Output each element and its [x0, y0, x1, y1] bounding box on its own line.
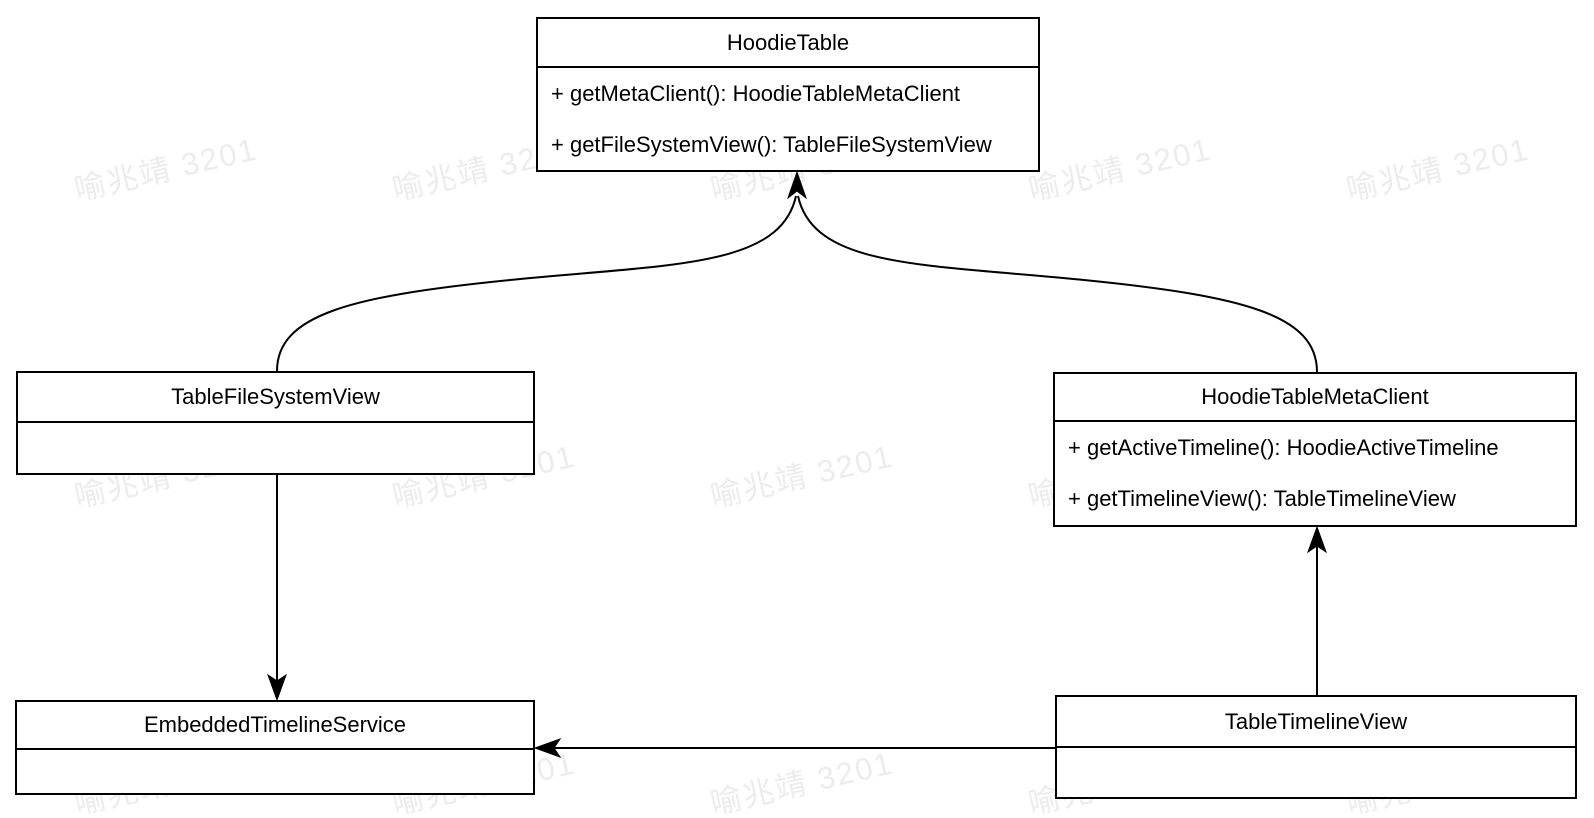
arrowhead-left-embeddedtimelineservice-icon: [533, 738, 562, 758]
class-body-hoodietable: + getMetaClient(): HoodieTableMetaClient…: [538, 68, 1038, 170]
class-title-hoodietable: HoodieTable: [538, 19, 1038, 68]
arrowhead-up-hoodietablemetaclient-icon: [1307, 525, 1327, 554]
method-getactivetimeline: + getActiveTimeline(): HoodieActiveTimel…: [1068, 434, 1499, 460]
class-title-hoodietablemetaclient: HoodieTableMetaClient: [1055, 374, 1575, 422]
class-title-embeddedtimelineservice: EmbeddedTimelineService: [17, 702, 533, 750]
class-box-hoodietablemetaclient: HoodieTableMetaClient + getActiveTimelin…: [1053, 372, 1577, 527]
class-box-tablefilesystemview: TableFileSystemView: [16, 371, 535, 475]
class-box-hoodietable: HoodieTable + getMetaClient(): HoodieTab…: [536, 17, 1040, 172]
class-body-hoodietablemetaclient: + getActiveTimeline(): HoodieActiveTimel…: [1055, 422, 1575, 524]
class-title-tabletimelineview: TableTimelineView: [1057, 697, 1575, 748]
class-box-tabletimelineview: TableTimelineView: [1055, 695, 1577, 799]
edge-tablefilesystemview-to-hoodietable: [276, 195, 797, 372]
method-gettimelineview: + getTimelineView(): TableTimelineView: [1068, 485, 1456, 511]
arrowhead-up-hoodietable-icon: [786, 170, 808, 200]
method-getmetaclient: + getMetaClient(): HoodieTableMetaClient: [551, 80, 961, 106]
method-getfilesystemview: + getFileSystemView(): TableFileSystemVi…: [551, 131, 992, 157]
class-box-embeddedtimelineservice: EmbeddedTimelineService: [15, 700, 535, 795]
edge-hoodietablemetaclient-to-hoodietable: [797, 195, 1318, 373]
class-title-tablefilesystemview: TableFileSystemView: [18, 373, 533, 423]
arrowhead-down-embeddedtimelineservice-icon: [267, 673, 287, 702]
